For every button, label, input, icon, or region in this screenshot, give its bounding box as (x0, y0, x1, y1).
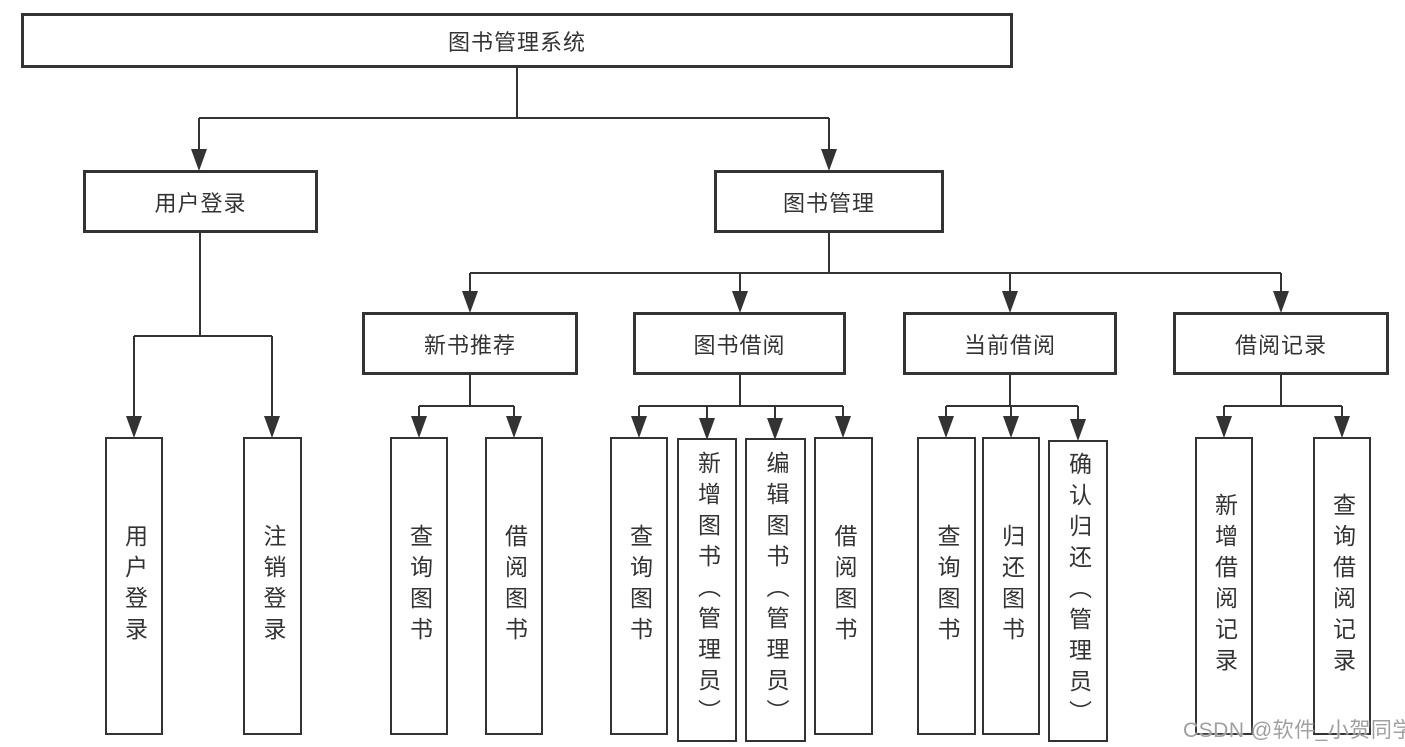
node-book-borrow: 图书借阅 (633, 312, 846, 375)
node-user-login-label: 用户登录 (154, 190, 247, 216)
leaf-edit-books: 编辑图书（管理员） (745, 438, 806, 742)
leaf-query-books-b: 查询图书 (610, 437, 668, 735)
leaf-confirm-return: 确认归还（管理员） (1048, 440, 1108, 742)
leaf-add-record-label: 新增借阅记录 (1211, 493, 1238, 679)
leaf-return-books-label: 归还图书 (998, 524, 1025, 648)
leaf-return-books: 归还图书 (982, 437, 1040, 735)
leaf-logout: 注销登录 (243, 437, 302, 735)
node-root-label: 图书管理系统 (447, 29, 586, 55)
connector-root-branch (198, 68, 830, 168)
leaf-query-books-a-label: 查询图书 (406, 524, 433, 648)
leaf-query-books-b-label: 查询图书 (626, 524, 653, 648)
leaf-user-login: 用户登录 (105, 437, 163, 735)
leaf-borrow-books-a-label: 借阅图书 (501, 524, 528, 648)
node-current-borrow: 当前借阅 (903, 312, 1117, 375)
leaf-query-record-label: 查询借阅记录 (1329, 493, 1356, 679)
leaf-add-record: 新增借阅记录 (1195, 437, 1253, 735)
connector-borrow-records-branch (1223, 375, 1343, 435)
leaf-query-books-c-label: 查询图书 (934, 524, 960, 648)
node-book-management: 图书管理 (714, 170, 944, 233)
connector-book-borrow-branch (638, 375, 844, 436)
leaf-query-books-a: 查询图书 (390, 437, 448, 735)
leaf-borrow-books-a: 借阅图书 (485, 437, 543, 735)
leaf-query-record: 查询借阅记录 (1313, 437, 1371, 735)
node-new-book-rec-label: 新书推荐 (423, 332, 516, 358)
connector-new-book-rec-branch (418, 375, 515, 435)
node-user-login: 用户登录 (83, 170, 318, 233)
leaf-add-books-label: 新增图书（管理员） (694, 450, 721, 730)
leaf-user-login-label: 用户登录 (121, 524, 148, 648)
leaf-query-books-c: 查询图书 (917, 437, 976, 735)
node-current-borrow-label: 当前借阅 (963, 332, 1056, 358)
node-borrow-records: 借阅记录 (1173, 312, 1389, 375)
leaf-confirm-return-label: 确认归还（管理员） (1065, 451, 1092, 731)
leaf-edit-books-label: 编辑图书（管理员） (763, 450, 789, 730)
connector-user-login-branch (133, 233, 273, 435)
node-new-book-rec: 新书推荐 (362, 312, 578, 375)
leaf-borrow-books-b-label: 借阅图书 (831, 524, 857, 648)
node-book-borrow-label: 图书借阅 (693, 332, 786, 358)
connector-book-management-branch (469, 233, 1282, 310)
leaf-add-books: 新增图书（管理员） (677, 438, 737, 742)
leaf-borrow-books-b: 借阅图书 (814, 437, 873, 735)
leaf-logout-label: 注销登录 (260, 524, 286, 648)
node-book-management-label: 图书管理 (782, 190, 875, 216)
csdn-watermark: CSDN @软件_小贺同学 (1183, 719, 1405, 742)
node-borrow-records-label: 借阅记录 (1234, 332, 1327, 358)
arrowheads (126, 149, 1350, 441)
node-root: 图书管理系统 (21, 13, 1013, 68)
